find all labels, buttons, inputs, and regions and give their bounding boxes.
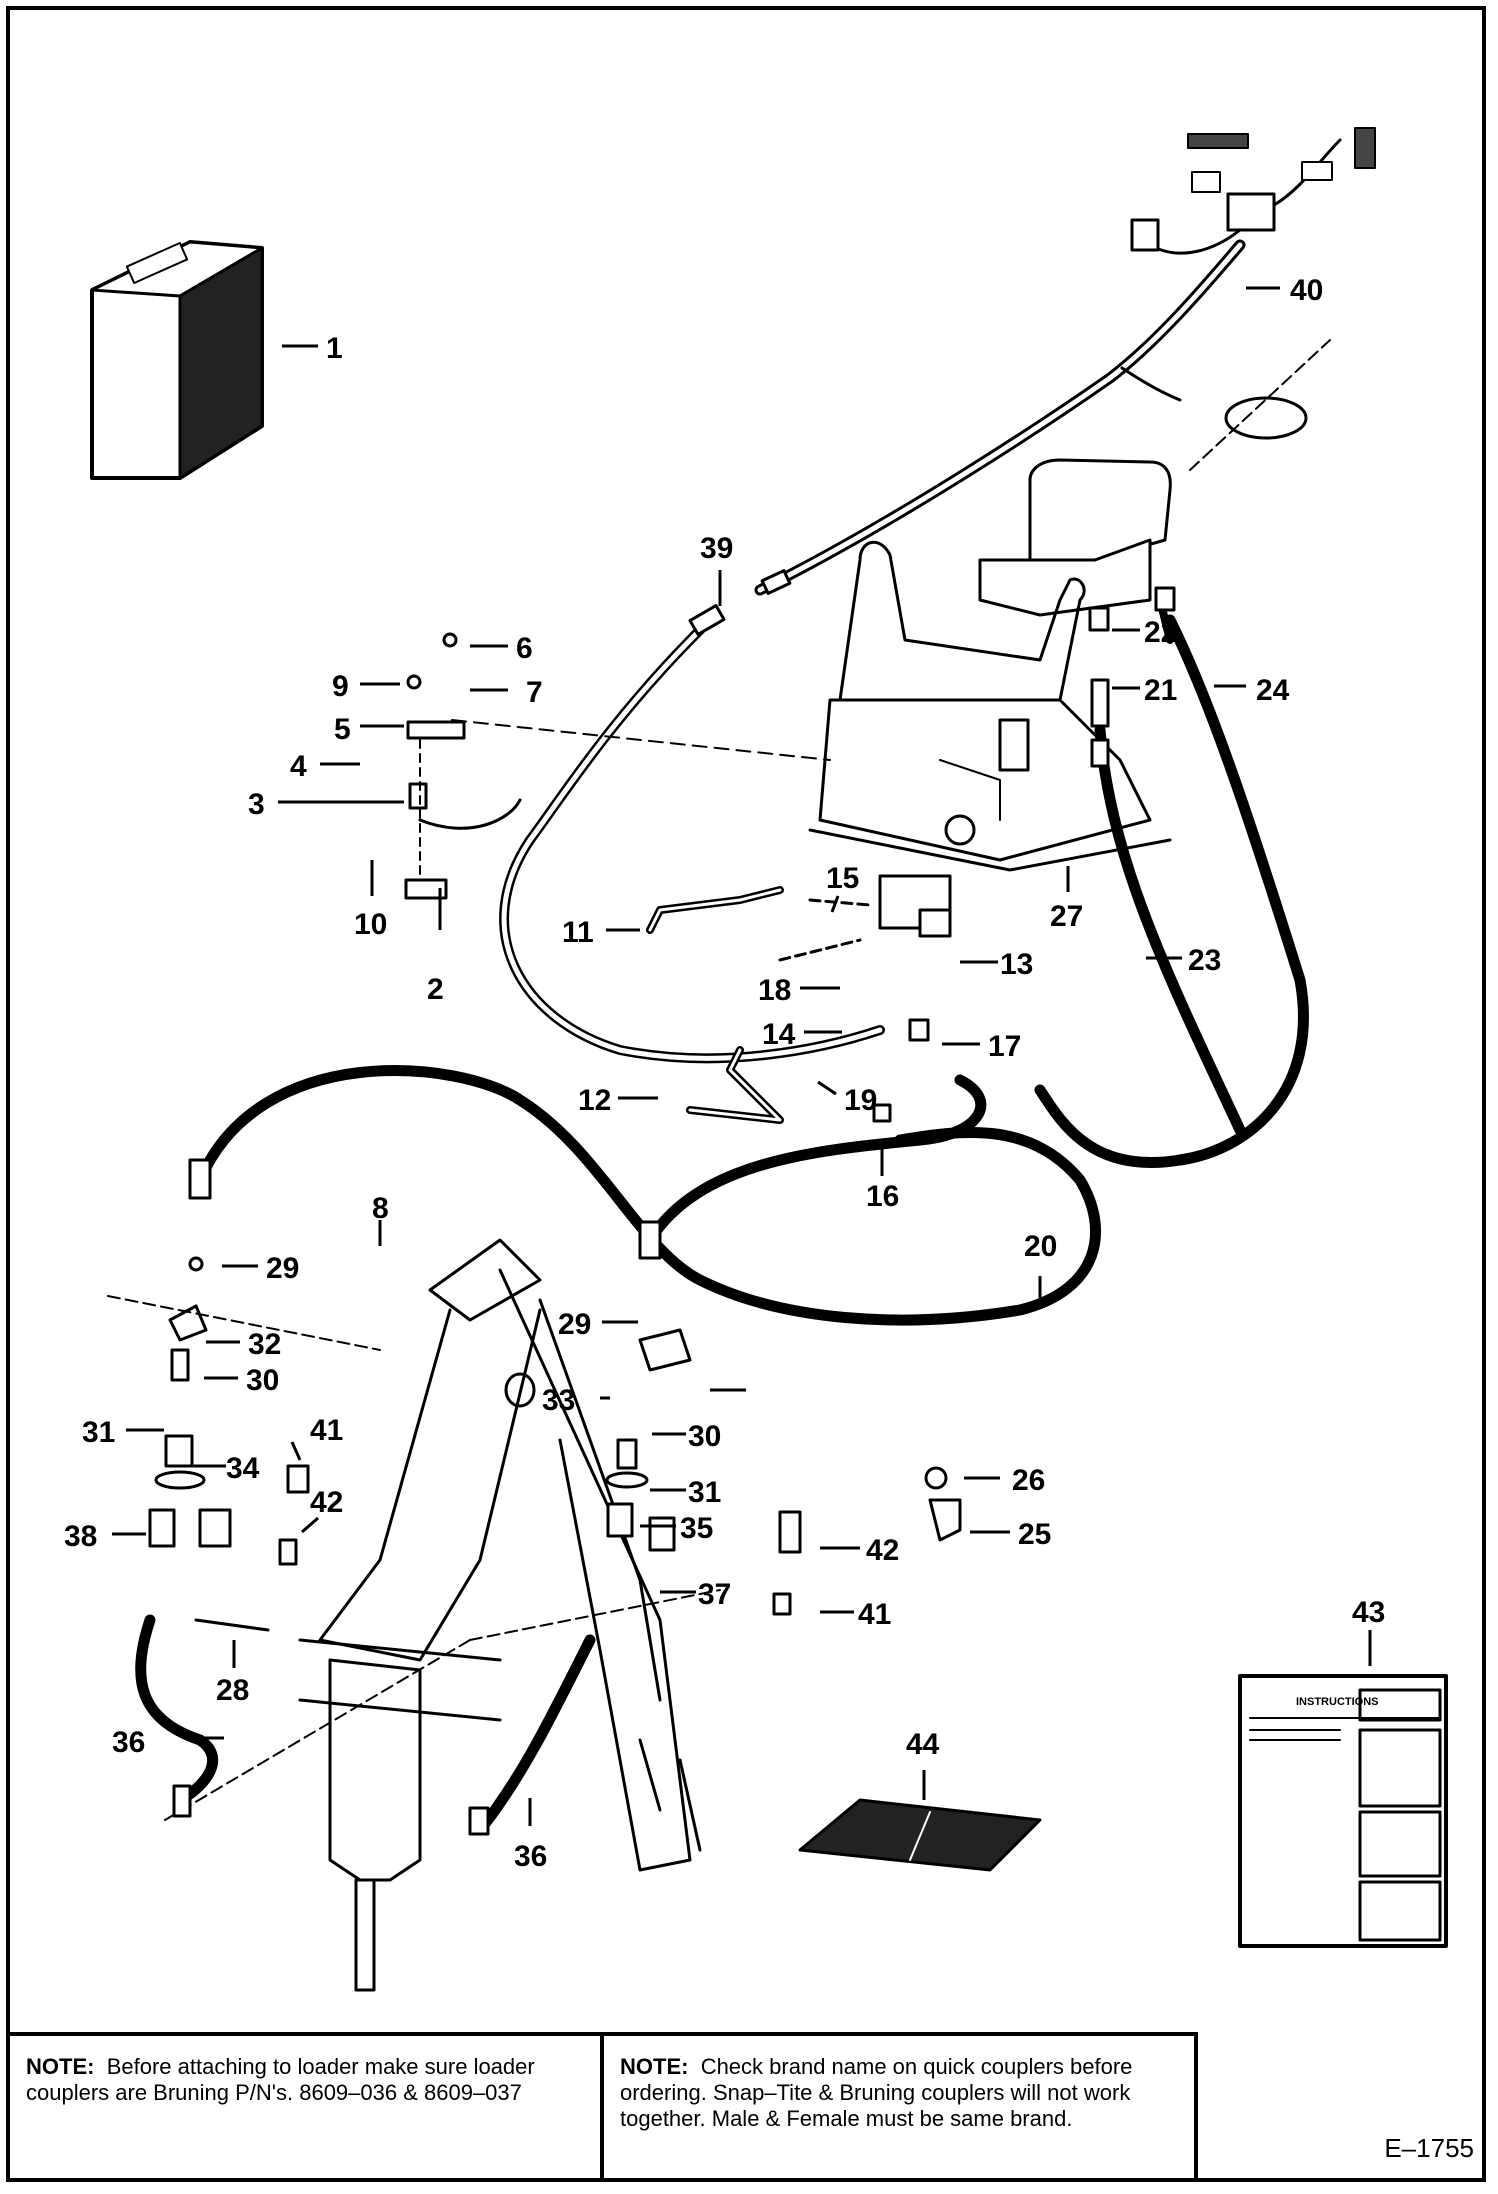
callout-labels: 1 2 3 4 5 6 7 8 9 10 11 12 13 14 15 16 1…: [64, 274, 1385, 1873]
hose-20-drawing: [188, 1065, 1102, 1326]
callout-21: 21: [1144, 674, 1177, 707]
seat-and-frame-drawing: [808, 458, 1172, 872]
callout-31a: 31: [82, 1416, 115, 1449]
callout-32: 32: [248, 1328, 281, 1361]
note-couplers-part-numbers: NOTE: Before attaching to loader make su…: [10, 2036, 600, 2178]
coupler-parts-right-drawing: [468, 1328, 962, 1836]
callout-34: 34: [226, 1452, 260, 1485]
callout-7: 7: [526, 676, 543, 709]
manual-box-drawing: [90, 240, 264, 480]
callout-42a: 42: [310, 1486, 343, 1519]
callout-44: 44: [906, 1728, 940, 1761]
note-text: Before attaching to loader make sure loa…: [26, 2054, 535, 2105]
leader-lines: [112, 286, 1372, 1826]
callout-4: 4: [290, 750, 307, 783]
callout-39: 39: [700, 532, 733, 565]
note-label: NOTE:: [620, 2054, 689, 2079]
callout-9: 9: [332, 670, 349, 703]
callout-30b: 30: [688, 1420, 721, 1453]
callout-2: 2: [427, 973, 444, 1006]
callout-31b: 31: [688, 1476, 721, 1509]
coupler-parts-left-drawing: [107, 1256, 381, 1818]
callout-27: 27: [1050, 900, 1083, 933]
callout-1: 1: [326, 332, 343, 365]
instruction-sheet-heading: INSTRUCTIONS: [1296, 1696, 1379, 1708]
callout-14: 14: [762, 1018, 796, 1051]
callout-41a: 41: [310, 1414, 343, 1447]
callout-20: 20: [1024, 1230, 1057, 1263]
callout-13: 13: [1000, 948, 1033, 981]
note-text: Check brand name on quick couplers befor…: [620, 2054, 1133, 2131]
hose-40-drawing: [754, 127, 1376, 596]
hose-23-24-drawing: [1034, 586, 1309, 1168]
breaker-arm-drawing: [164, 1238, 721, 1992]
callout-25: 25: [1018, 1518, 1051, 1551]
callout-10: 10: [354, 908, 387, 941]
notes-panel: NOTE: Before attaching to loader make su…: [10, 2032, 1198, 2178]
callout-18: 18: [758, 974, 791, 1007]
callout-3: 3: [248, 788, 265, 821]
callout-40: 40: [1290, 274, 1323, 307]
note-coupler-brand: NOTE: Check brand name on quick couplers…: [600, 2036, 1194, 2178]
callout-17: 17: [988, 1030, 1021, 1063]
callout-11: 11: [562, 916, 594, 949]
callout-22: 22: [1144, 616, 1177, 649]
callout-38: 38: [64, 1520, 97, 1553]
callout-29b: 29: [558, 1308, 591, 1341]
callout-24: 24: [1256, 674, 1290, 707]
callout-36b: 36: [514, 1840, 547, 1873]
bracket-parts-drawing: [404, 632, 831, 900]
callout-30a: 30: [246, 1364, 279, 1397]
callout-33: 33: [542, 1384, 575, 1417]
callout-6: 6: [516, 632, 533, 665]
page-frame: [6, 6, 1486, 2182]
callout-23: 23: [1188, 944, 1221, 977]
instruction-sheet-drawing: [1238, 1674, 1448, 1948]
decal-44-drawing: [798, 1798, 1042, 1872]
note-label: NOTE:: [26, 2054, 95, 2079]
hose-39-and-tubes-drawing: [499, 604, 952, 1124]
callout-43: 43: [1352, 1596, 1385, 1629]
callout-28: 28: [216, 1674, 249, 1707]
callout-41b: 41: [858, 1598, 891, 1631]
callout-42b: 42: [866, 1534, 899, 1567]
callout-16: 16: [866, 1180, 899, 1213]
callout-36a: 36: [112, 1726, 145, 1759]
callout-19: 19: [844, 1084, 877, 1117]
callout-29a: 29: [266, 1252, 299, 1285]
callout-26: 26: [1012, 1464, 1045, 1497]
callout-35: 35: [680, 1512, 713, 1545]
callout-8: 8: [372, 1192, 389, 1225]
figure-code: E–1755: [1384, 2133, 1474, 2163]
callout-12: 12: [578, 1084, 611, 1117]
callout-5: 5: [334, 713, 351, 746]
callout-15: 15: [826, 862, 859, 895]
callout-37: 37: [698, 1578, 731, 1611]
